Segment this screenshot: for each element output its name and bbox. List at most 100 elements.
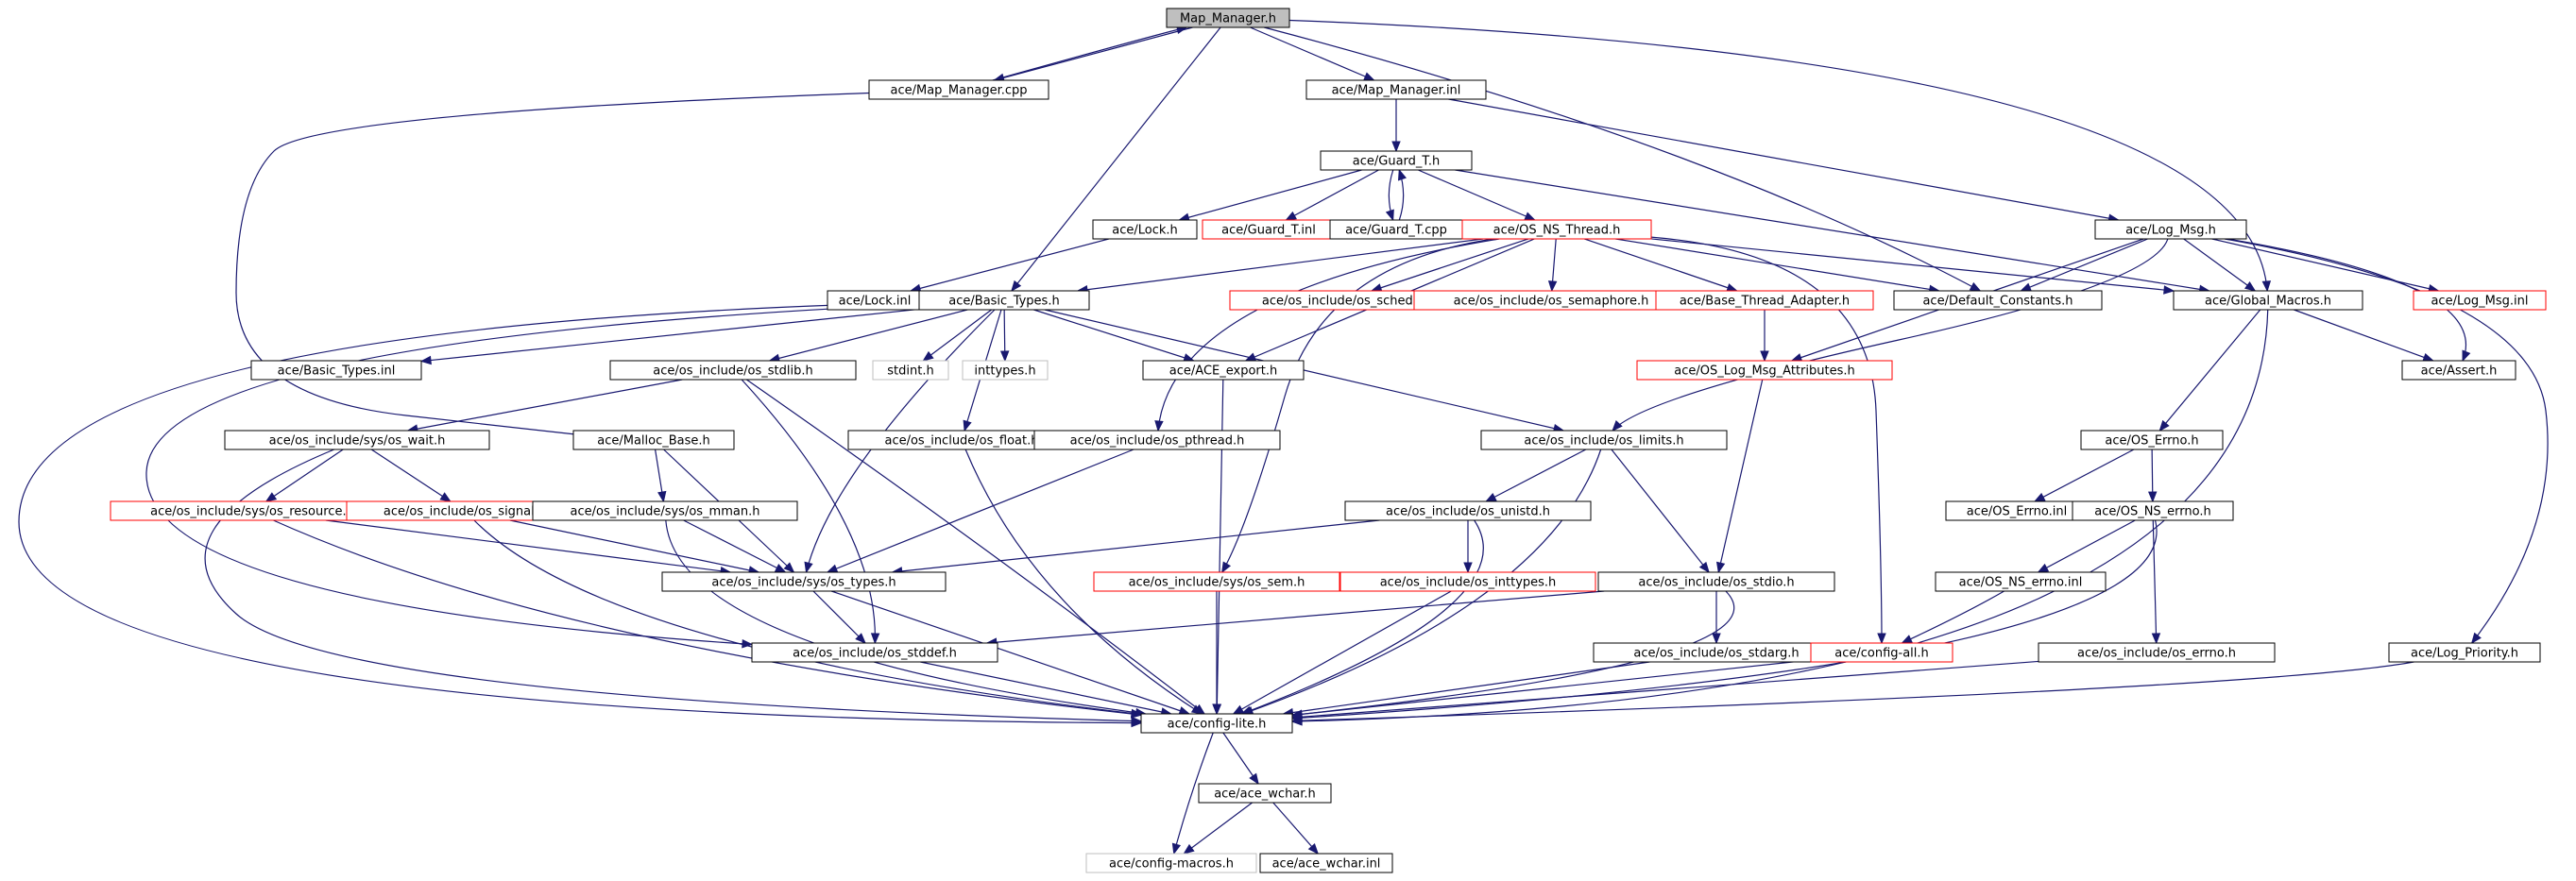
node-os-signal-h[interactable]: ace/os_include/os_signal.h	[346, 500, 584, 521]
node-box[interactable]	[1033, 430, 1281, 450]
node-box[interactable]	[1339, 571, 1596, 592]
edge-line	[1448, 98, 2119, 221]
node-os-mman-h[interactable]: ace/os_include/sys/os_mman.h	[532, 500, 798, 521]
edge-line	[1291, 309, 2269, 722]
node-box[interactable]	[1935, 571, 2107, 592]
node-box[interactable]	[1092, 219, 1198, 240]
node-map-manager-inl[interactable]: ace/Map_Manager.inl	[1305, 79, 1487, 100]
node-box[interactable]	[2401, 360, 2516, 381]
node-config-all-h[interactable]: ace/config-all.h	[1810, 642, 1953, 663]
node-box[interactable]	[1344, 500, 1592, 521]
node-box[interactable]	[661, 571, 947, 592]
node-malloc-base-h[interactable]: ace/Malloc_Base.h	[572, 430, 735, 450]
node-box[interactable]	[1480, 430, 1728, 450]
node-os-errno-h-ace[interactable]: ace/OS_Errno.h	[2080, 430, 2224, 450]
node-box[interactable]	[1305, 79, 1487, 100]
node-os-stdarg-h[interactable]: ace/os_include/os_stdarg.h	[1593, 642, 1840, 663]
node-guard-t-h[interactable]: ace/Guard_T.h	[1320, 150, 1473, 171]
edge-line	[2294, 309, 2433, 362]
node-basic-types-inl[interactable]: ace/Basic_Types.inl	[250, 360, 422, 381]
node-box[interactable]	[1320, 150, 1473, 171]
node-os-ns-errno-h[interactable]: ace/OS_NS_errno.h	[2072, 500, 2234, 521]
node-os-ns-thread-h[interactable]: ace/OS_NS_Thread.h	[1461, 219, 1652, 240]
node-box[interactable]	[1461, 219, 1652, 240]
node-box[interactable]	[918, 290, 1090, 311]
node-os-sem-h[interactable]: ace/os_include/sys/os_sem.h	[1093, 571, 1340, 592]
node-os-limits-h[interactable]: ace/os_include/os_limits.h	[1480, 430, 1728, 450]
node-os-pthread-h[interactable]: ace/os_include/os_pthread.h	[1033, 430, 1281, 450]
node-os-resource-h[interactable]: ace/os_include/sys/os_resource.h	[110, 500, 395, 521]
node-box[interactable]	[572, 430, 735, 450]
node-box[interactable]	[224, 430, 490, 450]
node-ace-wchar-h[interactable]: ace/ace_wchar.h	[1198, 783, 1332, 804]
node-box[interactable]	[872, 360, 949, 381]
node-box[interactable]	[1142, 360, 1305, 381]
node-box[interactable]	[2038, 642, 2276, 663]
node-ace-export-h[interactable]: ace/ACE_export.h	[1142, 360, 1305, 381]
node-os-stddef-h[interactable]: ace/os_include/os_stddef.h	[751, 642, 998, 663]
node-box[interactable]	[250, 360, 422, 381]
node-lock-h[interactable]: ace/Lock.h	[1092, 219, 1198, 240]
node-os-ns-errno-inl[interactable]: ace/OS_NS_errno.inl	[1935, 571, 2107, 592]
node-box[interactable]	[1166, 8, 1290, 28]
node-box[interactable]	[2072, 500, 2234, 521]
node-global-macros-h[interactable]: ace/Global_Macros.h	[2173, 290, 2363, 311]
node-os-stdlib-h[interactable]: ace/os_include/os_stdlib.h	[609, 360, 857, 381]
edge-os-wait-h-to-os-resource-h	[264, 449, 344, 502]
node-box[interactable]	[1636, 360, 1893, 381]
node-box[interactable]	[1198, 783, 1332, 804]
node-box[interactable]	[1259, 853, 1393, 873]
node-box[interactable]	[962, 360, 1049, 381]
node-box[interactable]	[2094, 219, 2247, 240]
node-box[interactable]	[532, 500, 798, 521]
node-box[interactable]	[751, 642, 998, 663]
node-stdint-h[interactable]: stdint.h	[872, 360, 949, 381]
node-os-log-msg-attributes-h[interactable]: ace/OS_Log_Msg_Attributes.h	[1636, 360, 1893, 381]
node-ace-wchar-inl[interactable]: ace/ace_wchar.inl	[1259, 853, 1393, 873]
node-config-macros-h[interactable]: ace/config-macros.h	[1085, 853, 1257, 873]
node-basic-types-h[interactable]: ace/Basic_Types.h	[918, 290, 1090, 311]
edge-line	[1264, 26, 1981, 292]
edge-map-manager-h-to-map-manager-cpp	[993, 26, 1193, 82]
node-os-errno-inl[interactable]: ace/OS_Errno.inl	[1945, 500, 2089, 521]
node-os-inttypes-h[interactable]: ace/os_include/os_inttypes.h	[1339, 571, 1596, 592]
node-config-lite-h[interactable]: ace/config-lite.h	[1140, 713, 1293, 734]
node-box[interactable]	[1140, 713, 1293, 734]
node-os-float-h[interactable]: ace/os_include/os_float.h	[847, 430, 1076, 450]
node-label: ace/os_include/os_stddef.h	[793, 647, 957, 661]
node-os-stdio-h[interactable]: ace/os_include/os_stdio.h	[1597, 571, 1835, 592]
node-box[interactable]	[1085, 853, 1257, 873]
node-box[interactable]	[1810, 642, 1953, 663]
node-os-sched-h[interactable]: ace/os_include/os_sched.h	[1229, 290, 1458, 311]
node-os-unistd-h[interactable]: ace/os_include/os_unistd.h	[1344, 500, 1592, 521]
node-box[interactable]	[609, 360, 857, 381]
node-box[interactable]	[2388, 642, 2541, 663]
node-assert-h[interactable]: ace/Assert.h	[2401, 360, 2516, 381]
node-map-manager-h[interactable]: Map_Manager.h	[1166, 8, 1290, 28]
node-box[interactable]	[1597, 571, 1835, 592]
node-box[interactable]	[2080, 430, 2224, 450]
node-log-priority-h[interactable]: ace/Log_Priority.h	[2388, 642, 2541, 663]
node-os-errno-h[interactable]: ace/os_include/os_errno.h	[2038, 642, 2276, 663]
node-os-wait-h[interactable]: ace/os_include/sys/os_wait.h	[224, 430, 490, 450]
node-box[interactable]	[1093, 571, 1340, 592]
node-guard-t-inl[interactable]: ace/Guard_T.inl	[1202, 219, 1336, 240]
node-inttypes-h[interactable]: inttypes.h	[962, 360, 1049, 381]
node-os-semaphore-h[interactable]: ace/os_include/os_semaphore.h	[1413, 290, 1689, 311]
node-os-types-h[interactable]: ace/os_include/sys/os_types.h	[661, 571, 947, 592]
node-box[interactable]	[1893, 290, 2103, 311]
node-box[interactable]	[2173, 290, 2363, 311]
node-box[interactable]	[1655, 290, 1874, 311]
node-log-msg-h[interactable]: ace/Log_Msg.h	[2094, 219, 2247, 240]
node-default-constants-h[interactable]: ace/Default_Constants.h	[1893, 290, 2103, 311]
node-map-manager-cpp[interactable]: ace/Map_Manager.cpp	[868, 79, 1049, 100]
node-guard-t-cpp[interactable]: ace/Guard_T.cpp	[1329, 219, 1463, 240]
node-box[interactable]	[2413, 290, 2547, 311]
node-base-thread-adapter-h[interactable]: ace/Base_Thread_Adapter.h	[1655, 290, 1874, 311]
edge-line	[235, 92, 870, 435]
edge-arrowhead	[1221, 561, 1232, 574]
node-box[interactable]	[868, 79, 1049, 100]
node-log-msg-inl[interactable]: ace/Log_Msg.inl	[2413, 290, 2547, 311]
node-lock-inl[interactable]: ace/Lock.inl	[827, 290, 923, 311]
node-label: ace/os_include/os_pthread.h	[1070, 434, 1245, 449]
